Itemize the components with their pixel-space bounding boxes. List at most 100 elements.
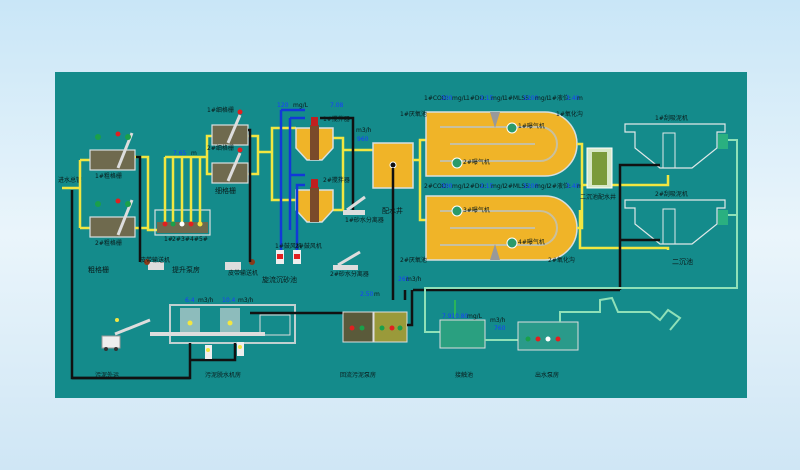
fine-screen-1-label: 1#细格栅: [207, 106, 234, 114]
ditch2-do-value: 2.15: [480, 183, 494, 190]
lift-pump-title: 提升泵房: [172, 265, 200, 274]
sand-separator-1[interactable]: [343, 195, 366, 215]
ditch1-cod-label: 1#COD:: [424, 95, 448, 102]
ditch2-mlss-label: 2#MLSS:: [504, 183, 531, 190]
dewater-flow2-unit: m3/h: [238, 297, 254, 304]
ditch1-mlss-value: 3200: [523, 95, 538, 102]
inlet-label: 进水总管: [58, 176, 82, 184]
pump-3-label: 3#: [181, 236, 190, 243]
sand-separator-2[interactable]: [333, 250, 361, 270]
grit-title: 旋流沉砂池: [262, 275, 297, 284]
sludge-conveyor[interactable]: [114, 318, 151, 336]
fine-screen-pipes: [205, 134, 268, 176]
clarifier-1-label: 1#刮吸泥机: [655, 114, 688, 122]
contact-tank[interactable]: [439, 319, 486, 349]
contact-unit: mg/L: [467, 313, 483, 320]
return-flow-unit: m3/h: [406, 276, 422, 283]
ditch2-readouts: 2#COD: 300 mg/L 2#DO: 2.15 mg/L 2#MLSS: …: [424, 182, 583, 190]
ditch1-mlss-label: 1#MLSS:: [504, 95, 531, 102]
ditch2-title: 2#厌氧池: [400, 256, 427, 264]
ditch1-readouts: 1#COD: 300 mg/L 1#DO: 2.15 mg/L 1#MLSS: …: [424, 94, 583, 102]
ditch2-cod-value: 300: [441, 183, 453, 190]
sludge-truck: [101, 335, 121, 351]
outlet-pump-station[interactable]: [517, 321, 579, 351]
fine-screen-2-label: 2#细格栅: [207, 144, 234, 152]
aerator-1-label: 1#曝气机: [518, 122, 545, 130]
sand-separator-1-label: 1#砂水分离器: [345, 216, 384, 224]
dewater-sludge-pipes: [72, 311, 343, 380]
transport-label: 污泥外运: [95, 371, 119, 379]
blower-1-label: 1#鼓风机: [275, 242, 302, 250]
grit-ph-value: 7.08: [330, 102, 344, 109]
dist-to-ditch-pipe: [413, 138, 426, 222]
ditch2-cod-label: 2#COD:: [424, 183, 448, 190]
ditch1-do-unit: mg/L: [491, 95, 507, 102]
outlet-label: 出水泵房: [535, 371, 559, 379]
blower-2[interactable]: [293, 250, 301, 264]
contact-flow-unit: m3/h: [490, 317, 506, 324]
dewatering-room[interactable]: [150, 304, 296, 344]
ditch2-level-value: 3.40: [566, 183, 580, 190]
screen-to-pump-pipe: [135, 155, 158, 232]
pump-4-label: 4#: [190, 236, 199, 243]
fine-screen-2[interactable]: [211, 147, 249, 184]
ditch1-cod-value: 300: [441, 95, 453, 102]
contact-label: 接触池: [455, 371, 473, 379]
conveyor-2-label: 皮带输送机: [228, 269, 258, 277]
pump-5-label: 5#: [199, 236, 208, 243]
lift-pumps[interactable]: [162, 221, 203, 227]
secondary-clarifier-1[interactable]: [624, 123, 728, 169]
dist-flow-value: 960: [357, 136, 369, 143]
fine-screen-title: 细格栅: [215, 186, 236, 195]
sludge-level-unit: m: [374, 291, 380, 298]
return-pump-outlet: [407, 290, 414, 327]
sludge-level-value: 2.50: [360, 291, 374, 298]
belt-conveyor-1[interactable]: [144, 259, 164, 270]
ditch2-do-label: 2#DO:: [466, 183, 486, 190]
outfall-pipe: [559, 296, 682, 331]
blower-1[interactable]: [276, 250, 284, 264]
ditch2-level-label: 2#液位:: [548, 182, 571, 190]
dewater-pumps[interactable]: [205, 342, 244, 359]
ditch2-title2: 2#氧化沟: [548, 256, 575, 264]
return-pump-label: 回流污泥泵房: [340, 371, 376, 379]
contact-value2: 0.80: [455, 313, 469, 320]
mixer-2-label: 2#搅拌器: [323, 176, 350, 184]
aerator-4[interactable]: [506, 237, 518, 249]
ditch2-do-unit: mg/L: [491, 183, 507, 190]
aerator-3[interactable]: [451, 205, 463, 217]
pump-1-label: 1#: [164, 236, 173, 243]
aerator-2[interactable]: [451, 157, 463, 169]
coarse-screen-2[interactable]: [89, 198, 136, 238]
lift-pump-well: [154, 155, 211, 236]
dist-flow-unit: m3/h: [356, 127, 372, 134]
ditch1-do-value: 2.15: [480, 95, 494, 102]
grit-sludge-line: [320, 116, 355, 210]
coarse-screen-1[interactable]: [89, 131, 136, 171]
fine-screen-1[interactable]: [211, 109, 249, 146]
return-flow-value: 261: [398, 276, 410, 283]
return-sludge-pump-station[interactable]: [342, 311, 408, 343]
secondary-clarifier-2[interactable]: [624, 199, 728, 245]
ditch2-mlss-unit: mg/L: [535, 183, 551, 190]
aerator-1[interactable]: [506, 122, 518, 134]
return-sludge-pipe: [403, 163, 660, 300]
grit-chamber-1[interactable]: [295, 117, 334, 161]
clarifier-pipes: [577, 142, 670, 250]
dewater-label: 污泥脱水机房: [205, 371, 241, 379]
screen-conveyor-links: [136, 128, 252, 262]
dewater-flow2-value: 10.4: [222, 297, 236, 304]
contact-flow-value: 760: [494, 325, 506, 332]
effluent-pipe: [424, 139, 738, 333]
dewater-flow1-unit: m3/h: [198, 297, 214, 304]
ditch2-mlss-value: 3200: [523, 183, 538, 190]
pump-2-label: 2#: [172, 236, 181, 243]
ditch1-level-unit: m: [577, 95, 583, 102]
ditch2-level-unit: m: [577, 183, 583, 190]
clarifier-title: 二沉池: [672, 257, 693, 266]
ditch1-do-label: 1#DO:: [466, 95, 486, 102]
contact-value1: 7.91: [442, 313, 456, 320]
coarse-screen-title: 粗格栅: [88, 265, 109, 274]
ditch1-level-label: 1#液位:: [548, 94, 571, 102]
